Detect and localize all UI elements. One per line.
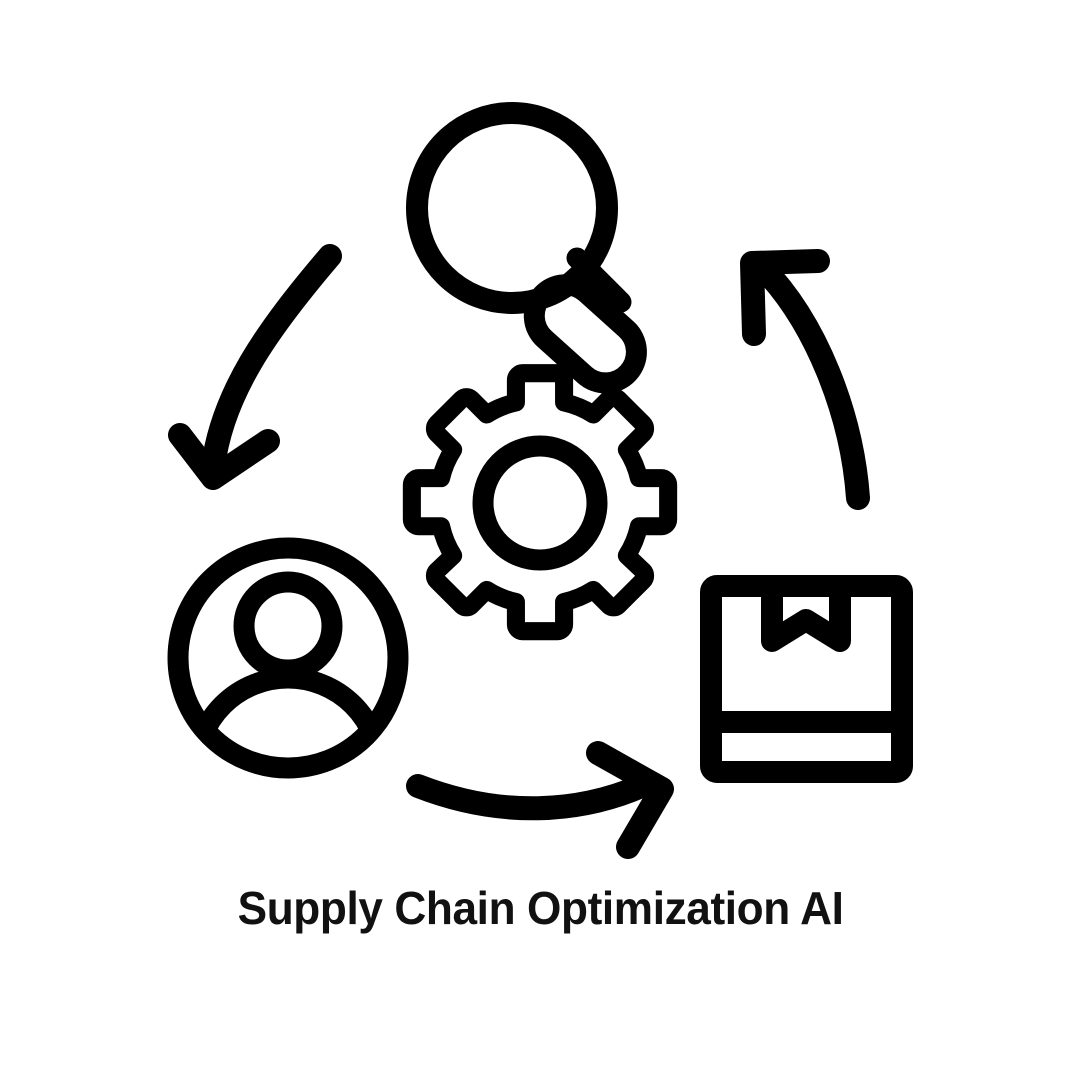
magnifier-handle — [523, 247, 647, 394]
avatar-outer-circle — [167, 537, 409, 779]
box-ribbon — [761, 575, 851, 652]
user-avatar-icon — [167, 537, 409, 779]
curved-arrow-right-icon — [406, 741, 674, 859]
package-box-icon — [700, 575, 913, 783]
arrow-down-left-head — [168, 423, 280, 490]
gear-outline — [402, 364, 678, 641]
magnifier-icon — [406, 102, 647, 394]
arrow-right-head — [586, 741, 674, 859]
gear-center-hole — [472, 435, 608, 571]
avatar-head — [233, 571, 343, 681]
arrow-down-left-shaft — [201, 244, 342, 479]
avatar-shoulders — [185, 667, 391, 768]
arrow-up-left-shaft — [750, 255, 870, 510]
magnifier-lens-circle — [406, 102, 618, 314]
gear-icon — [402, 364, 678, 641]
magnifier-handle-barrel — [523, 274, 647, 394]
curved-arrow-down-left-icon — [168, 244, 342, 490]
curved-arrow-up-left-icon — [740, 249, 870, 510]
arrow-up-left-head — [740, 249, 830, 346]
box-outline — [700, 575, 913, 783]
magnifier-handle-collar — [566, 247, 632, 313]
arrow-right-shaft — [406, 772, 658, 821]
